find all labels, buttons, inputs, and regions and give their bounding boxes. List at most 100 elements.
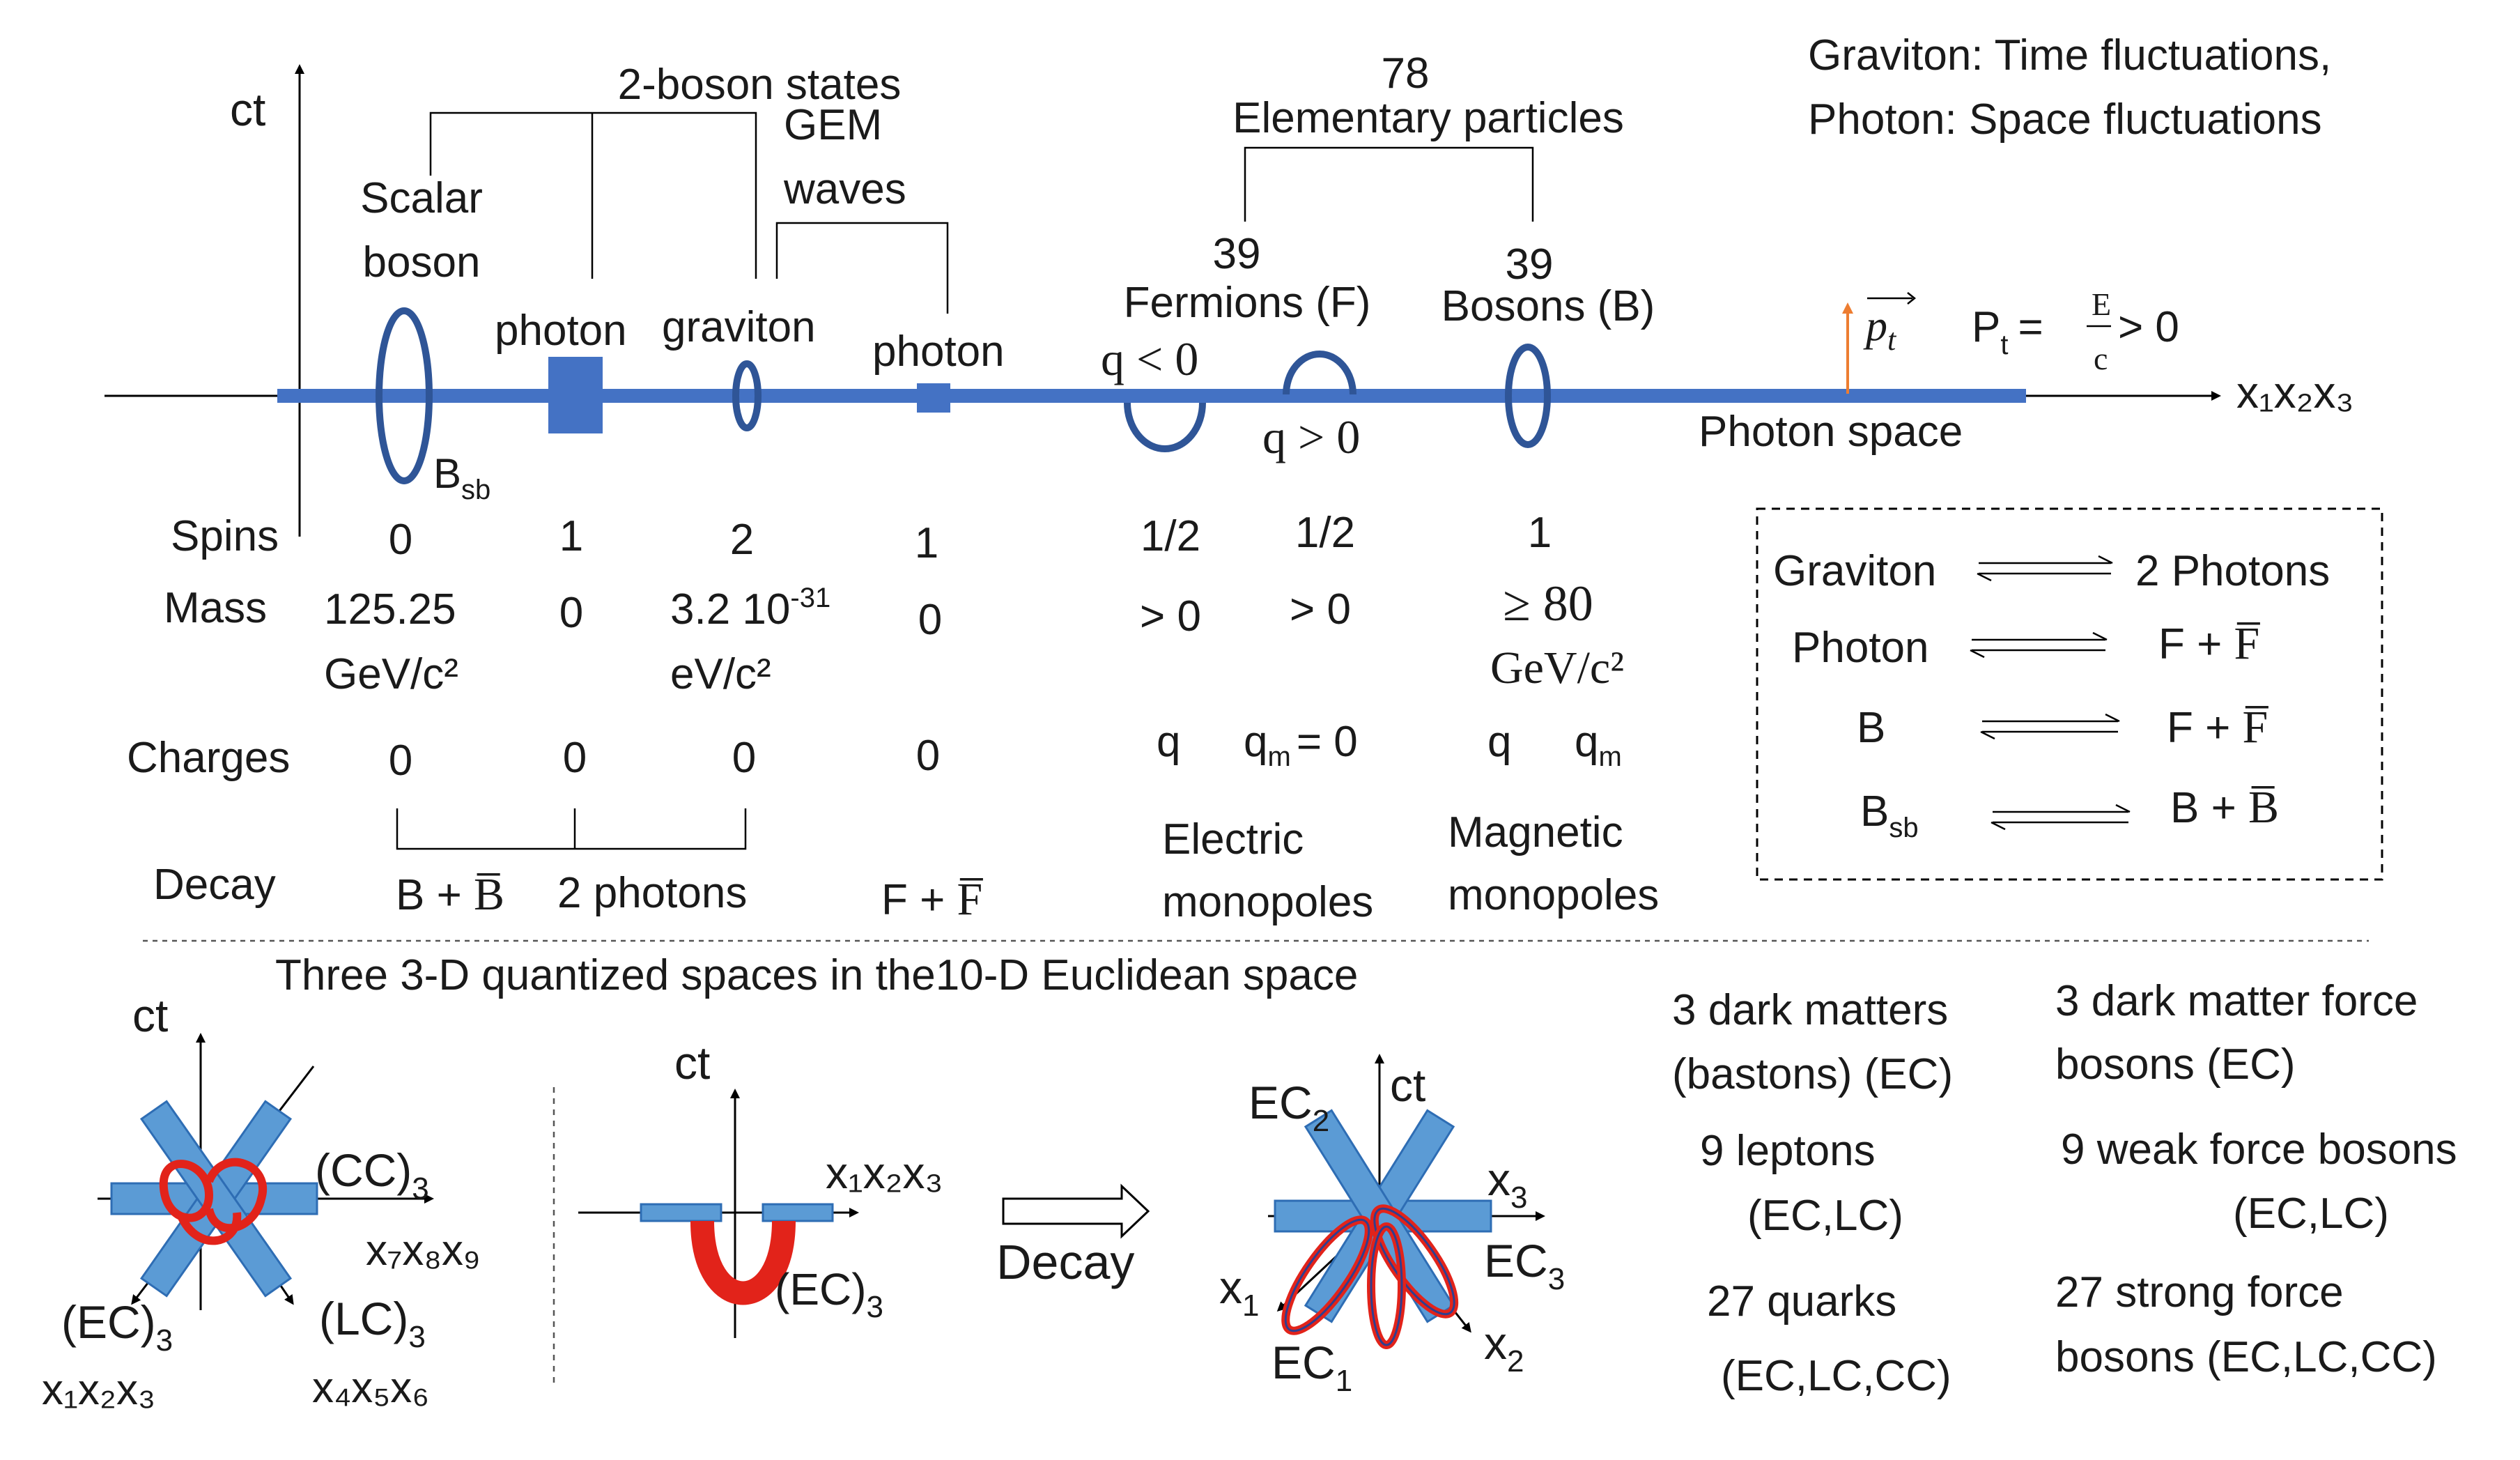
box-b-bbar: B + B̅ [2170, 782, 2279, 833]
electric-label-1: Electric [1162, 815, 1304, 863]
dark-matters-1: 3 dark matters [1672, 986, 1948, 1034]
charge-boson-q: q [1487, 718, 1511, 766]
mass-boson: ≥ 80 [1503, 576, 1593, 631]
bsb-label: Bsb [433, 450, 490, 505]
magnetic-label-2: monopoles [1448, 871, 1659, 919]
spin-value: 2 [730, 516, 754, 564]
x123-label: x₁x₂x₃ [42, 1366, 155, 1414]
right-x3: x3 [1487, 1153, 1527, 1215]
decay-box: Graviton 2 Photons Photon F + F̅ B F + F… [1756, 507, 2383, 881]
cc3-label: (CC)3 [315, 1144, 429, 1206]
three-spaces-figure: ct (CC)3 x₇x₈x₉ (EC)3 x₁x₂x₃ (LC)3 x₄x₅x… [42, 990, 481, 1414]
spin-value: 1/2 [1141, 512, 1200, 560]
spin-value: 1 [559, 512, 583, 560]
box-f-fbar: F + F̅ [2158, 618, 2260, 669]
single-space-figure: ct x₁x₂x₃ (EC)3 [578, 1037, 943, 1338]
bottom-title: Three 3-D quantized spaces in the10-D Eu… [275, 951, 1358, 999]
spin-value: 1/2 [1295, 509, 1355, 557]
mass-graviton: 3.2 10-31 [670, 583, 830, 633]
weak-2: (EC,LC) [2233, 1190, 2389, 1238]
leptons-2: (EC,LC) [1747, 1192, 1903, 1240]
ec3-label: (EC)3 [61, 1296, 173, 1358]
equilibrium-arrow [1977, 555, 2113, 582]
q-positive-label: q > 0 [1262, 410, 1360, 463]
red-loop [159, 1160, 214, 1222]
red-loop [205, 1158, 267, 1233]
decay-2-photons: 2 photons [557, 869, 747, 917]
scalar-label-1: Scalar [360, 174, 483, 222]
box-f-fbar-2: F + F̅ [2167, 702, 2268, 753]
lc3-label: (LC)3 [319, 1293, 426, 1354]
right-ct: ct [1390, 1059, 1425, 1111]
ec2-label: EC2 [1249, 1077, 1329, 1138]
top-section: ct x₁x₂x₃ 2-boson states GEM waves 78 El… [105, 31, 2354, 537]
left-ct: ct [132, 990, 168, 1041]
electric-label-2: monopoles [1162, 878, 1373, 926]
equilibrium-arrow [1970, 631, 2108, 659]
mass-graviton-unit: eV/c² [670, 650, 771, 698]
charge-value: 0 [389, 737, 412, 785]
equilibrium-arrow [1980, 713, 2120, 740]
mass-fermion-1: > 0 [1140, 592, 1201, 640]
decay-b: B + B̅ [396, 869, 504, 920]
two-boson-label: 2-boson states [618, 61, 902, 109]
graviton-ring [732, 360, 762, 431]
right-x1: x1 [1219, 1261, 1259, 1323]
ec3-right-label: EC3 [1484, 1235, 1565, 1296]
quarks-1: 27 quarks [1707, 1277, 1896, 1325]
charge-q: q [1157, 718, 1180, 766]
spin-value: 1 [915, 519, 938, 567]
strong-2: bosons (EC,LC,CC) [2055, 1333, 2437, 1381]
strong-1: 27 strong force [2055, 1268, 2344, 1316]
photon-space-label: Photon space [1699, 408, 1963, 456]
right-x2: x2 [1484, 1317, 1524, 1378]
red-loop [177, 1212, 242, 1245]
box-bsb: Bsb [1860, 787, 1919, 843]
scalar-label-2: boson [363, 238, 481, 286]
fermion-count: 39 [1213, 230, 1261, 278]
x-axis-label: x₁x₂x₃ [2236, 367, 2354, 417]
boson-label: Bosons (B) [1441, 282, 1655, 330]
elementary-bracket [1244, 146, 1534, 222]
dark-matters-2: (bastons) (EC) [1672, 1050, 1953, 1098]
gem-label-2: waves [783, 165, 906, 213]
leptons-1: 9 leptons [1700, 1127, 1876, 1175]
mass-boson-unit: GeV/c² [1490, 643, 1624, 693]
fermion-label: Fermions (F) [1124, 279, 1371, 327]
decay-f: F + F̅ [881, 874, 983, 925]
ec1-label: EC1 [1271, 1337, 1352, 1398]
ct-axis-label: ct [230, 84, 265, 135]
row-decay: Decay [153, 861, 276, 909]
box-b: B [1857, 704, 1885, 752]
elementary-count: 78 [1382, 49, 1430, 98]
photon-label-2: photon [872, 328, 1005, 376]
elementary-label: Elementary particles [1232, 94, 1624, 142]
magnetic-label-1: Magnetic [1448, 808, 1623, 856]
properties-table: Spins Mass Charges Decay 0 1 2 1 1/2 1/2… [127, 509, 1659, 926]
spin-value: 1 [1528, 509, 1552, 557]
pt-eq-num: E [2092, 286, 2111, 322]
charge-value: 0 [563, 734, 587, 782]
mid-x123: x₁x₂x₃ [826, 1148, 943, 1198]
two-boson-bracket [429, 112, 757, 279]
decay-label: Decay [996, 1235, 1134, 1289]
boson-count: 39 [1506, 240, 1554, 289]
box-photon: Photon [1792, 624, 1929, 672]
dark-force-1: 3 dark matter force [2055, 977, 2418, 1025]
fermion-positive-loop [1283, 351, 1356, 395]
charge-qm-zero: qm= 0 [1244, 718, 1358, 772]
q-negative-label: q < 0 [1101, 332, 1198, 385]
gem-label-1: GEM [784, 101, 882, 149]
mass-fermion-2: > 0 [1290, 585, 1351, 633]
pt-eq-den: c [2094, 341, 2108, 376]
charge-value: 0 [732, 734, 756, 782]
photon-small-square [917, 383, 950, 413]
fermion-negative-loop [1124, 402, 1206, 452]
note-line-2: Photon: Space fluctuations [1808, 95, 2322, 144]
photon-square [548, 357, 603, 433]
graviton-label: graviton [662, 303, 816, 351]
row-charges: Charges [127, 734, 290, 782]
scalar-boson-ring [376, 307, 433, 484]
pt-vector-label: pt [1863, 302, 1897, 357]
